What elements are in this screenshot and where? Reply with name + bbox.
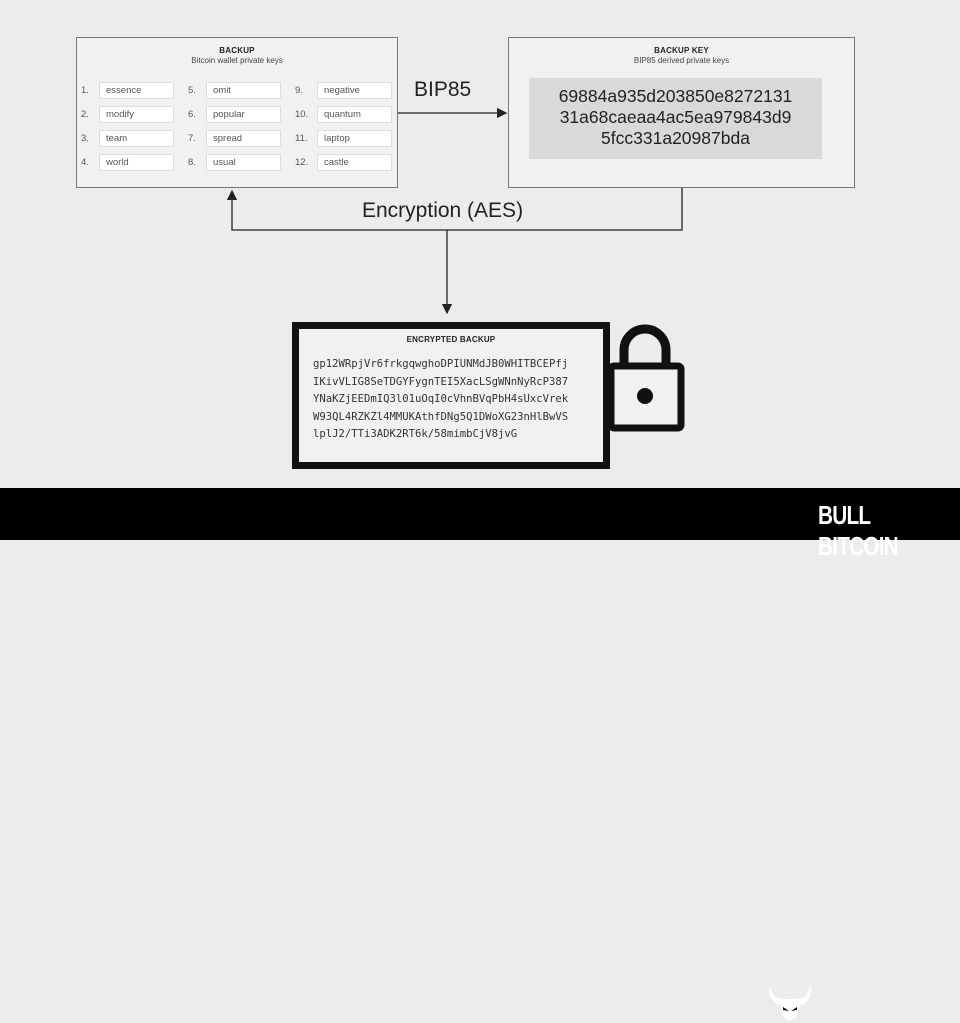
- backup-panel: BACKUP Bitcoin wallet private keys 1. ess…: [76, 37, 398, 188]
- seed-word: negative: [317, 82, 392, 99]
- seed-word: popular: [206, 106, 281, 123]
- brand-name: BULL BITCOIN: [818, 500, 899, 561]
- seed-word-number: 2.: [81, 109, 89, 120]
- backup-key-panel: BACKUP KEY BIP85 derived private keys 69…: [508, 37, 855, 188]
- encryption-label: Encryption (AES): [362, 199, 524, 222]
- seed-word-number: 4.: [81, 157, 89, 168]
- backup-subtitle: Bitcoin wallet private keys: [191, 56, 283, 65]
- seed-word-number: 10.: [295, 109, 309, 120]
- seed-word: usual: [206, 154, 281, 171]
- seed-word-number: 9.: [295, 85, 303, 96]
- seed-word: omit: [206, 82, 281, 99]
- seed-word-item: 6. popular: [188, 106, 295, 123]
- bip85-label: BIP85: [414, 78, 472, 101]
- seed-word-number: 12.: [295, 157, 309, 168]
- cipher-line: IKivVLIG8SeTDGYFygnTEI5XacLSgWNnNyRcP387: [313, 375, 569, 388]
- lock-icon: [607, 324, 685, 432]
- seed-word-item: 3. team: [81, 130, 188, 147]
- seed-word-grid: 1. essence 5. omit 9. negative 2. modify 6. popul…: [81, 82, 402, 171]
- seed-word-number: 7.: [188, 133, 196, 144]
- seed-word: world: [99, 154, 174, 171]
- key-line: 5fcc331a20987bda: [601, 128, 750, 148]
- encrypted-title: ENCRYPTED BACKUP: [406, 335, 496, 344]
- seed-word-item: 9. negative: [295, 82, 402, 99]
- encryption-loop-arrow: [226, 188, 683, 231]
- seed-word-item: 12. castle: [295, 154, 402, 171]
- seed-word: team: [99, 130, 174, 147]
- cipher-line: gp12WRpjVr6frkgqwghoDPIUNMdJB0WHITBCEPfj: [313, 358, 569, 370]
- seed-word-number: 1.: [81, 85, 89, 96]
- seed-word: laptop: [317, 130, 392, 147]
- seed-word-item: 7. spread: [188, 130, 295, 147]
- footer-bar: BULL BITCOIN: [0, 488, 960, 1021]
- seed-word-item: 11. laptop: [295, 130, 402, 147]
- seed-word: modify: [99, 106, 174, 123]
- seed-word-item: 10. quantum: [295, 106, 402, 123]
- seed-word-item: 1. essence: [81, 82, 188, 99]
- key-line: 31a68caeaa4ac5ea979843d9: [559, 107, 792, 127]
- cipher-line: lplJ2/TTi3ADK2RT6k/58mimbCjV8jvG: [313, 428, 518, 440]
- seed-word-number: 5.: [188, 85, 196, 96]
- backup-key-title: BACKUP KEY: [654, 46, 709, 55]
- seed-word-item: 8. usual: [188, 154, 295, 171]
- seed-word-number: 8.: [188, 157, 196, 168]
- seed-word-item: 2. modify: [81, 106, 188, 123]
- cipher-line: YNaKZjEEDmIQ3l01uOqI0cVhnBVqPbH4sUxcVrek: [313, 393, 569, 405]
- seed-word: spread: [206, 130, 281, 147]
- seed-word-number: 11.: [295, 133, 308, 144]
- encrypted-backup-panel: ENCRYPTED BACKUP gp12WRpjVr6frkgqwghoDPI…: [292, 322, 610, 469]
- key-line: 69884a935d203850e8272131: [558, 86, 793, 106]
- seed-word: essence: [99, 82, 174, 99]
- cipher-line: W93QL4RZKZl4MMUKAthfDNg5Q1DWoXG23nHlBwVS: [313, 410, 569, 423]
- bull-logo-icon: [769, 986, 811, 1021]
- seed-word: castle: [317, 154, 392, 171]
- backup-key-subtitle: BIP85 derived private keys: [633, 56, 730, 65]
- ciphertext: gp12WRpjVr6frkgqwghoDPIUNMdJB0WHITBCEPfj…: [313, 356, 603, 444]
- seed-word: quantum: [317, 106, 392, 123]
- seed-word-item: 4. world: [81, 154, 188, 171]
- seed-word-item: 5. omit: [188, 82, 295, 99]
- connector-arrows: [226, 107, 685, 432]
- backup-key-value: 69884a935d203850e8272131 31a68caeaa4ac5e…: [529, 78, 822, 159]
- backup-title: BACKUP: [219, 46, 255, 55]
- seed-word-number: 6.: [188, 109, 196, 120]
- seed-word-number: 3.: [81, 133, 89, 144]
